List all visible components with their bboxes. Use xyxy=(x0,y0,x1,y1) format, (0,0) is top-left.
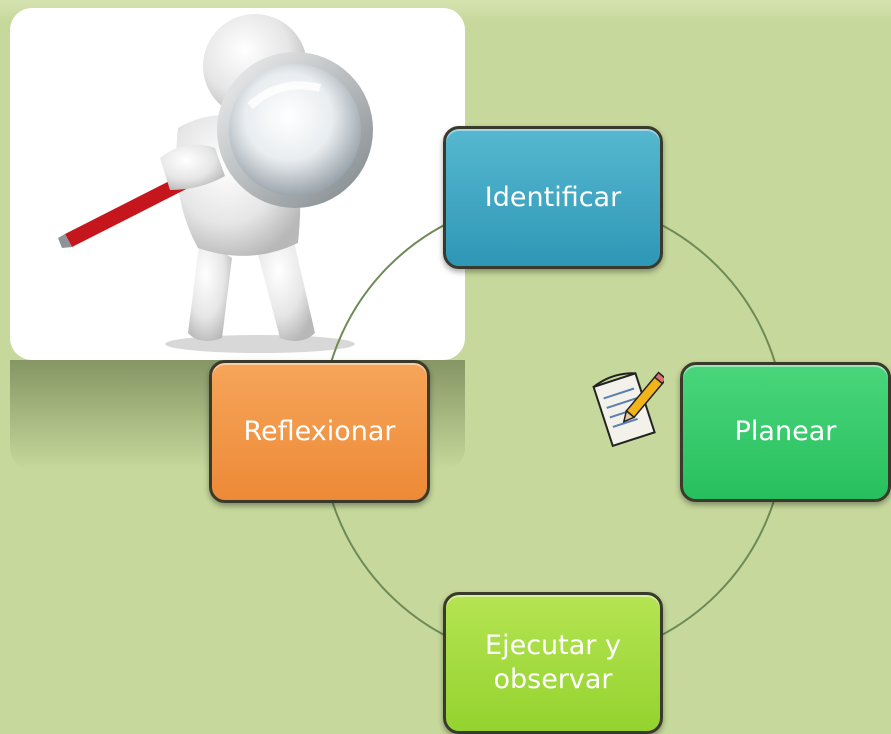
step-identificar: Identificar xyxy=(443,126,663,269)
step-planear: Planear xyxy=(680,362,891,502)
step-ejecutar-observar: Ejecutar y observar xyxy=(443,592,663,734)
step-planear-label: Planear xyxy=(734,416,837,447)
step-identificar-label: Identificar xyxy=(484,181,622,213)
notepad-pencil-icon xyxy=(588,364,668,454)
step-reflexionar: Reflexionar xyxy=(209,360,430,503)
step-reflexionar-label: Reflexionar xyxy=(243,415,396,447)
step-ejecutar-observar-label: Ejecutar y observar xyxy=(485,630,621,695)
magnifying-glass-figure-icon xyxy=(10,8,465,360)
